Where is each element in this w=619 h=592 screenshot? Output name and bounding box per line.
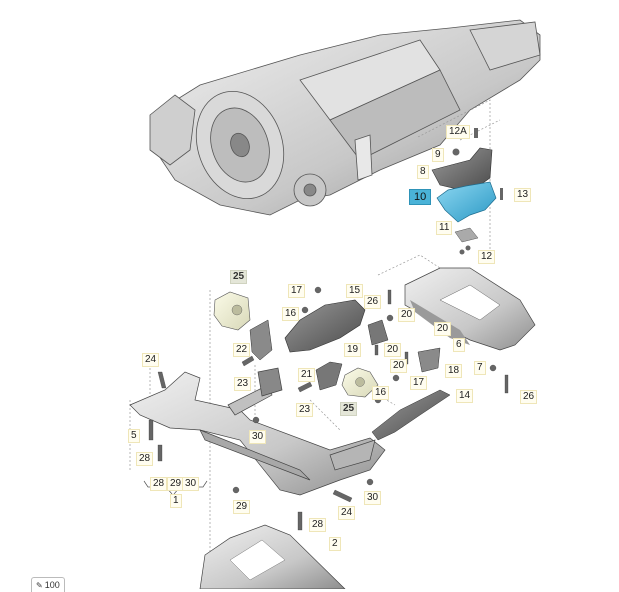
callout-part-20[interactable]: 20 (398, 308, 416, 322)
callout-part-17[interactable]: 17 (288, 284, 306, 298)
callout-part-20[interactable]: 20 (390, 359, 408, 373)
callout-part-30[interactable]: 30 (249, 430, 267, 444)
fasteners (148, 286, 509, 531)
part-21-bracket[interactable] (315, 361, 343, 391)
callout-part-25[interactable]: 25 (230, 270, 248, 284)
callout-part-24[interactable]: 24 (338, 506, 356, 520)
part-13-bolt[interactable] (500, 188, 503, 200)
callout-part-17[interactable]: 17 (410, 376, 428, 390)
callout-part-6[interactable]: 6 (453, 338, 465, 352)
callout-part-11[interactable]: 11 (436, 221, 453, 235)
part-15-heat-shield[interactable] (284, 299, 366, 353)
callout-part-26[interactable]: 26 (520, 390, 538, 404)
callout-part-14[interactable]: 14 (456, 389, 474, 403)
callout-part-18[interactable]: 18 (445, 364, 463, 378)
callout-part-16[interactable]: 16 (282, 307, 300, 321)
callout-part-26[interactable]: 26 (364, 295, 382, 309)
pencil-icon: ✎ (36, 580, 43, 590)
callout-part-28[interactable]: 28 (136, 452, 154, 466)
callout-part-30[interactable]: 30 (364, 491, 382, 505)
callout-part-12[interactable]: 12 (478, 250, 496, 264)
callout-part-19[interactable]: 19 (344, 343, 362, 357)
callout-part-8[interactable]: 8 (417, 165, 429, 179)
callout-part-22[interactable]: 22 (233, 343, 251, 357)
callout-part-13[interactable]: 13 (514, 188, 532, 202)
part-12A-bolt[interactable] (474, 128, 478, 138)
callout-part-28[interactable]: 28 (150, 477, 168, 491)
part-19-block[interactable] (367, 319, 389, 346)
callout-part-16[interactable]: 16 (372, 386, 390, 400)
callout-part-25[interactable]: 25 (340, 402, 358, 416)
callout-part-23[interactable]: 23 (296, 403, 314, 417)
part-14-strut[interactable] (371, 389, 451, 441)
callout-part-12a[interactable]: 12A (446, 125, 470, 139)
callout-part-30[interactable]: 30 (182, 477, 200, 491)
callout-part-20[interactable]: 20 (434, 322, 452, 336)
part-8-bracket[interactable] (431, 147, 493, 193)
callout-part-20[interactable]: 20 (384, 343, 402, 357)
transmission (149, 19, 541, 216)
part-10-mount-highlighted[interactable] (436, 181, 497, 223)
callout-part-15[interactable]: 15 (346, 284, 364, 298)
zoom-value: 100 (44, 579, 60, 590)
callout-part-24[interactable]: 24 (142, 353, 160, 367)
callout-part-21[interactable]: 21 (298, 368, 316, 382)
callout-part-1[interactable]: 1 (170, 494, 182, 508)
part-18-bracket[interactable] (417, 347, 441, 373)
callout-part-29[interactable]: 29 (233, 500, 251, 514)
part-11-plate[interactable] (454, 227, 479, 243)
callout-part-9[interactable]: 9 (432, 148, 444, 162)
callout-part-2[interactable]: 2 (329, 537, 341, 551)
part-12-bolt[interactable] (459, 249, 465, 255)
callout-part-5[interactable]: 5 (128, 429, 140, 443)
callout-part-23[interactable]: 23 (234, 377, 252, 391)
callout-part-7[interactable]: 7 (474, 361, 486, 375)
zoom-control[interactable]: ✎ 100 (31, 577, 65, 592)
part-22-bracket[interactable] (249, 319, 273, 361)
callout-part-28[interactable]: 28 (309, 518, 327, 532)
part-9-nut[interactable] (452, 148, 460, 156)
callout-part-10[interactable]: 10 (409, 189, 432, 205)
